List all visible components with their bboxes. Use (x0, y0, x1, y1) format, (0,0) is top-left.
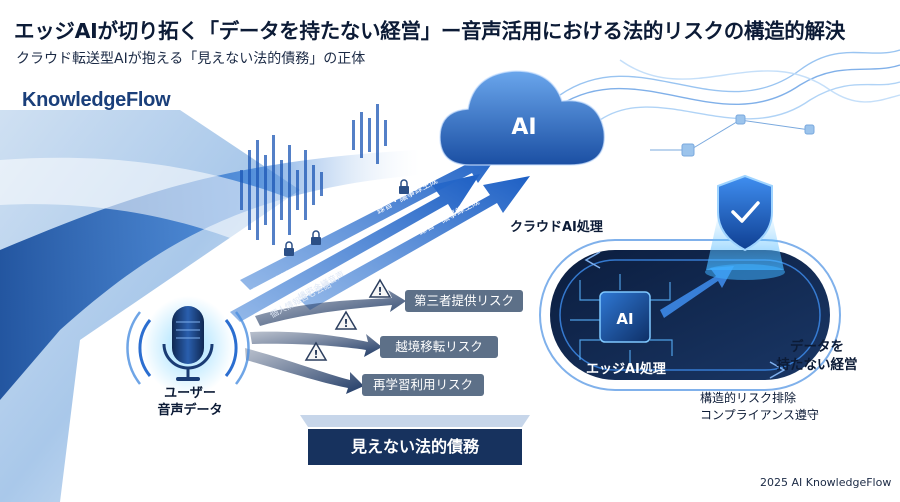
lock-icon (284, 241, 294, 256)
risk-third-party: 第三者提供リスク (405, 290, 523, 312)
edge-upward-arrow (660, 266, 734, 318)
benefit-label: 構造的リスク排除 コンプライアンス遵守 (700, 390, 850, 424)
dataless-management-label: データを 持たない経営 (762, 338, 872, 374)
top-right-waves (559, 49, 900, 121)
risk-arrow-1 (255, 290, 406, 326)
cloud-ai-text: AI (511, 115, 536, 140)
brand-logo: KnowledgeFlow (22, 89, 171, 111)
footer-credit: 2025 AI KnowledgeFlow (760, 476, 892, 489)
circuit-lines (570, 274, 673, 366)
warning-icon: ! (368, 278, 392, 298)
cloud-ai-label: クラウドAI処理 (510, 220, 603, 235)
goal-label-line1: データを (790, 339, 844, 355)
risk-arrow-3 (245, 348, 364, 394)
svg-text:!: ! (313, 348, 318, 361)
risk-cross-border: 越境移転リスク (380, 336, 498, 358)
user-voice-data-label: ユーザー 音声データ (150, 385, 230, 419)
audio-waveform (240, 104, 387, 245)
page-title: エッジAIが切り拓く「データを持たない経営」ー音声活用における法的リスクの構造的… (14, 19, 845, 43)
benefit-label-line1: 構造的リスク排除 (700, 391, 797, 405)
cloud-stream-arrows (230, 145, 530, 322)
benefit-label-line2: コンプライアンス遵守 (700, 408, 819, 422)
warning-icon: ! (304, 341, 328, 361)
edge-chip-icon: AI (599, 291, 651, 343)
stream-arrow-3 (300, 176, 530, 310)
stream-arrow-1 (230, 174, 480, 322)
cloud-icon: AI (439, 70, 606, 166)
hidden-legal-obligation-banner: 見えない法的債務 (308, 429, 522, 465)
stream-arrow-2 (240, 145, 505, 290)
edge-chip-text: AI (616, 310, 633, 328)
microphone-icon (126, 296, 250, 396)
risk-retraining: 再学習利用リスク (362, 374, 484, 396)
goal-label-line2: 持たない経営 (776, 357, 858, 373)
obligation-pedestal (300, 415, 530, 427)
warning-icon: ! (334, 310, 358, 330)
lock-icon (399, 179, 409, 194)
svg-text:!: ! (343, 317, 348, 330)
user-label-line2: 音声データ (157, 403, 223, 418)
network-nodes (650, 114, 815, 157)
left-swoosh (0, 150, 420, 400)
shield-icon (705, 174, 785, 280)
page-subtitle: クラウド転送型AIが抱える「見えない法的債務」の正体 (16, 51, 366, 67)
svg-text:!: ! (377, 285, 382, 298)
user-label-line1: ユーザー (164, 386, 216, 401)
lock-icon (311, 230, 321, 245)
edge-ai-label: エッジAI処理 (586, 362, 666, 377)
left-swoosh-light (0, 157, 330, 250)
